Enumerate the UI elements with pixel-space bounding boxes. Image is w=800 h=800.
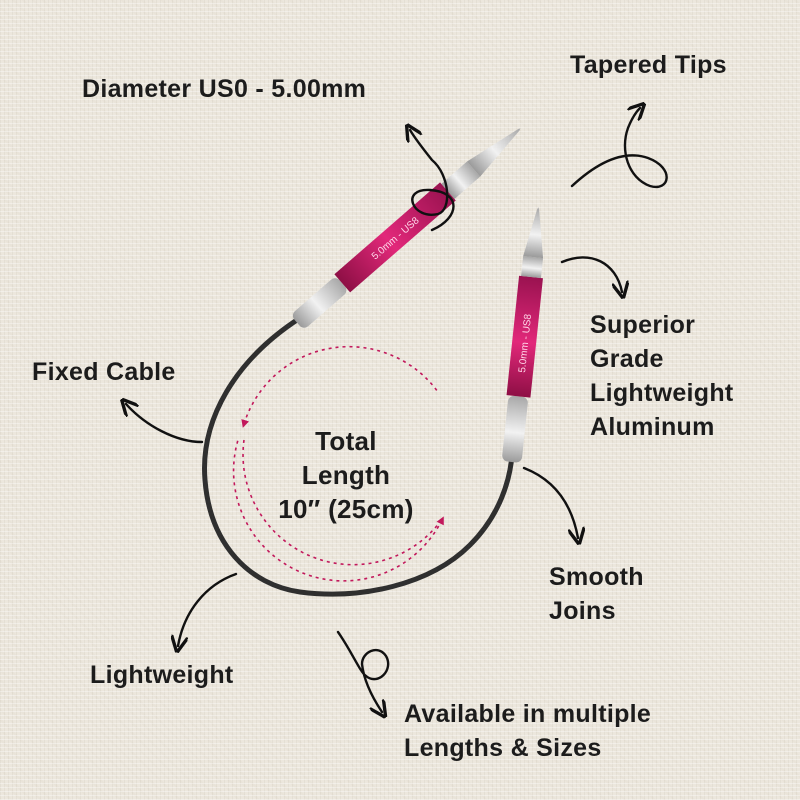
arrow-available-icon	[336, 630, 390, 712]
right-shaft	[521, 256, 544, 279]
right-tapered-tip	[523, 207, 544, 259]
length-circle-icon	[232, 345, 444, 582]
right-pink-tube	[506, 275, 543, 398]
arrow-fixed-cable-icon	[126, 404, 204, 444]
arrow-lightweight-icon	[178, 572, 238, 646]
arrow-tapered-tips-icon	[570, 108, 668, 189]
total-length-line-3: 10″ (25cm)	[278, 494, 414, 524]
left-pink-tube	[334, 182, 456, 293]
fixed-cable-label: Fixed Cable	[32, 358, 176, 386]
left-needle: 5.0mm - US8	[292, 128, 521, 328]
right-join-ferrule	[502, 395, 528, 463]
smooth-joins-label: Smooth Joins	[549, 560, 644, 628]
smooth-line-2: Joins	[549, 597, 616, 625]
arrow-superior-icon	[560, 256, 622, 292]
arrow-diameter-icon	[410, 130, 455, 232]
superior-line-1: Superior	[590, 311, 696, 339]
smooth-line-1: Smooth	[549, 563, 644, 591]
left-join-ferrule	[292, 278, 347, 328]
right-needle: 5.0mm - US8	[502, 207, 544, 463]
total-length-label: Total Length 10″ (25cm)	[256, 424, 436, 526]
total-length-line-2: Length	[301, 460, 391, 490]
lightweight-label: Lightweight	[90, 661, 234, 689]
available-line-1: Available in multiple	[404, 700, 652, 728]
diameter-label: Diameter US0 - 5.00mm	[82, 75, 367, 103]
arrow-smooth-joins-icon	[522, 466, 578, 538]
superior-line-4: Aluminum	[590, 413, 715, 441]
available-line-2: Lengths & Sizes	[404, 734, 602, 762]
left-tapered-tip	[467, 128, 521, 177]
left-shaft	[441, 161, 481, 199]
total-length-line-1: Total	[315, 426, 377, 456]
tapered-tips-label: Tapered Tips	[570, 51, 727, 79]
fixed-cable	[202, 315, 515, 597]
superior-line-2: Grade	[590, 345, 664, 373]
availability-label: Available in multiple Lengths & Sizes	[404, 697, 651, 765]
superior-aluminum-label: Superior Grade Lightweight Aluminum	[590, 308, 734, 444]
superior-line-3: Lightweight	[590, 379, 734, 407]
